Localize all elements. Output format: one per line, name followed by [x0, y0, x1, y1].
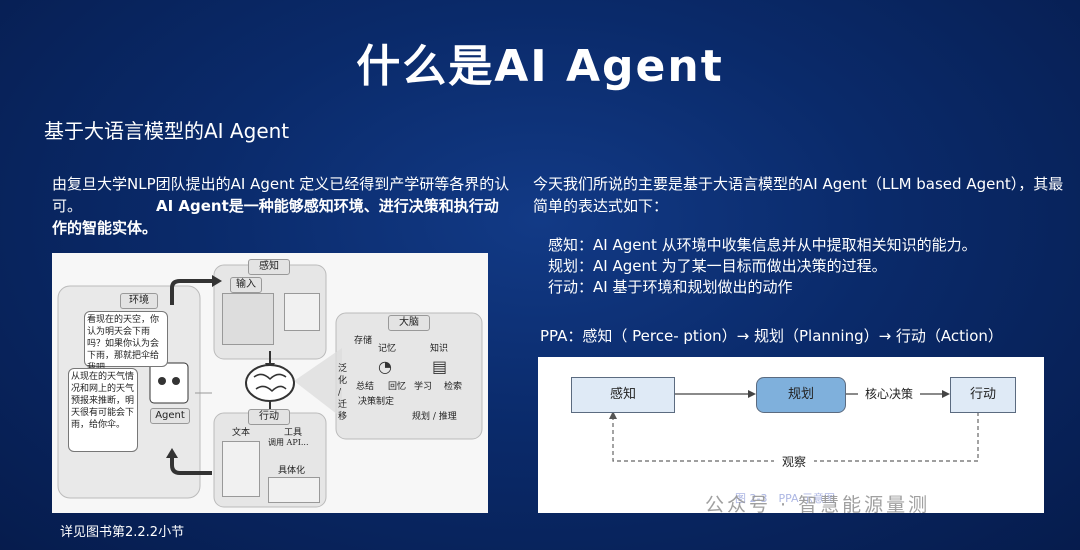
action-label: 行动	[248, 409, 290, 425]
embody-icons	[268, 477, 320, 503]
footnote: 详见图书第2.2.2小节	[60, 521, 184, 540]
storage-label: 存储	[354, 335, 372, 347]
ppa-list: 感知：AI Agent 从环境中收集信息并从中提取相关知识的能力。 规划：AI …	[548, 235, 977, 298]
ppa-formula: PPA：感知（ Perce- ption）→ 规划（Planning）→ 行动（…	[540, 325, 1003, 346]
plan-reason-label: 规划 / 推理	[412, 411, 457, 423]
list-item-planning: 规划：AI Agent 为了某一目标而做出决策的过程。	[548, 256, 977, 277]
recall-label: 回忆	[388, 381, 406, 393]
embody-label: 具体化	[278, 465, 305, 477]
env-bubble-1: 看现在的天空，你认为明天会下雨吗？如果你认为会下雨，那就把伞给我吧。	[84, 311, 168, 367]
act-box: 行动	[950, 377, 1016, 413]
decision-label: 决策制定	[358, 396, 394, 408]
perception-label: 感知	[248, 259, 290, 275]
section-subtitle: 基于大语言模型的AI Agent	[44, 115, 289, 144]
clock-icon: ◔	[378, 357, 392, 376]
agent-architecture-diagram: 环境 看现在的天空，你认为明天会下雨吗？如果你认为会下雨，那就把伞给我吧。 从现…	[52, 253, 488, 513]
brain-label: 大脑	[388, 315, 430, 331]
env-label: 环境	[120, 293, 158, 309]
input-label: 输入	[230, 277, 262, 293]
text-label: 文本	[232, 427, 250, 439]
core-decision-label: 核心决策	[858, 385, 920, 402]
definition-text: AI Agent是一种能够感知环境、进行决策和执行动作的智能实体。	[52, 195, 512, 239]
observe-label: 观察	[774, 453, 814, 470]
agent-label: Agent	[150, 408, 190, 424]
encoder-icon	[284, 293, 320, 331]
generalize-label: 泛化 / 迁移	[338, 363, 350, 423]
text-icons	[222, 441, 260, 497]
plan-box: 规划	[756, 377, 846, 413]
call-api-label: 调用 API...	[268, 437, 309, 449]
page-title: 什么是AI Agent	[0, 30, 1080, 94]
knowledge-label: 知识	[430, 343, 448, 355]
summary-label: 总结	[356, 381, 374, 393]
retrieve-label: 检索	[444, 381, 462, 393]
book-icon: ▤	[432, 357, 447, 376]
learn-label: 学习	[414, 381, 432, 393]
list-item-action: 行动：AI 基于环境和规划做出的动作	[548, 277, 977, 298]
memory-label: 记忆	[378, 343, 396, 355]
env-bubble-2: 从现在的天气情况和网上的天气预报来推断，明天很有可能会下雨，给你伞。	[68, 368, 138, 452]
list-item-perception: 感知：AI Agent 从环境中收集信息并从中提取相关知识的能力。	[548, 235, 977, 256]
perceive-box: 感知	[571, 377, 675, 413]
llm-agent-paragraph: 今天我们所说的主要是基于大语言模型的AI Agent（LLM based Age…	[533, 173, 1073, 217]
input-icons	[222, 293, 274, 345]
watermark: 公众号 · 智慧能源量测	[705, 490, 930, 517]
